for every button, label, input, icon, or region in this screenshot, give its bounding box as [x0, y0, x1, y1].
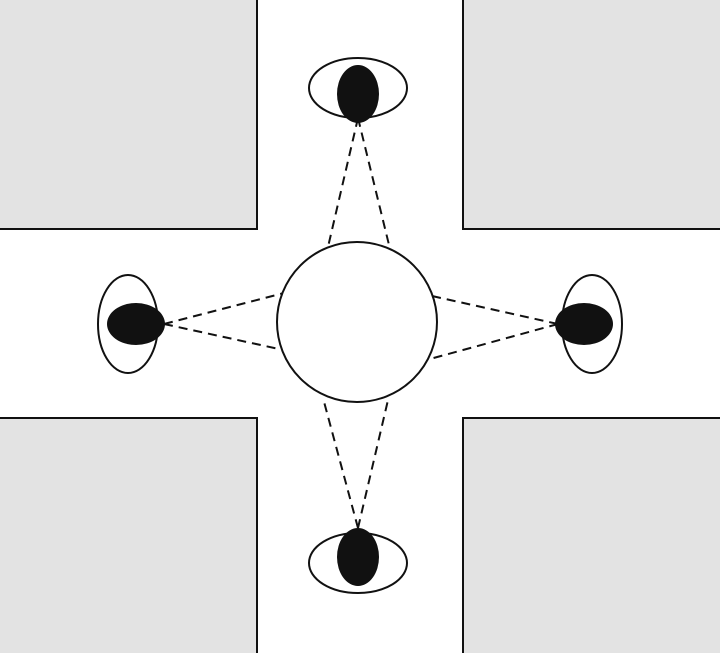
block-bottom-left — [0, 418, 257, 653]
sightline-bottom-a — [322, 397, 359, 529]
sightline-left-b — [163, 323, 280, 350]
eye-icon — [308, 528, 408, 594]
center-object — [276, 241, 438, 403]
edge-top-right — [462, 0, 720, 230]
sightlines — [163, 117, 559, 529]
sightline-top-b — [357, 117, 391, 250]
eye-icon — [555, 274, 623, 374]
eye-icon — [97, 274, 165, 374]
sightline-bottom-b — [357, 399, 389, 529]
block-top-right — [463, 0, 720, 229]
sightline-right-a — [431, 295, 559, 325]
edge-bottom-right — [462, 417, 720, 653]
block-top-left — [0, 0, 257, 229]
observer-right — [555, 274, 623, 374]
observer-left — [97, 274, 165, 374]
edge-bottom-left — [0, 417, 258, 653]
edge-top-left — [0, 0, 258, 230]
observer-bottom — [308, 528, 408, 594]
sightline-left-a — [163, 292, 285, 325]
block-bottom-right — [463, 418, 720, 653]
sightline-right-b — [429, 323, 559, 360]
observer-top — [308, 57, 408, 123]
sightline-top-a — [327, 117, 359, 248]
eye-icon — [308, 57, 408, 123]
